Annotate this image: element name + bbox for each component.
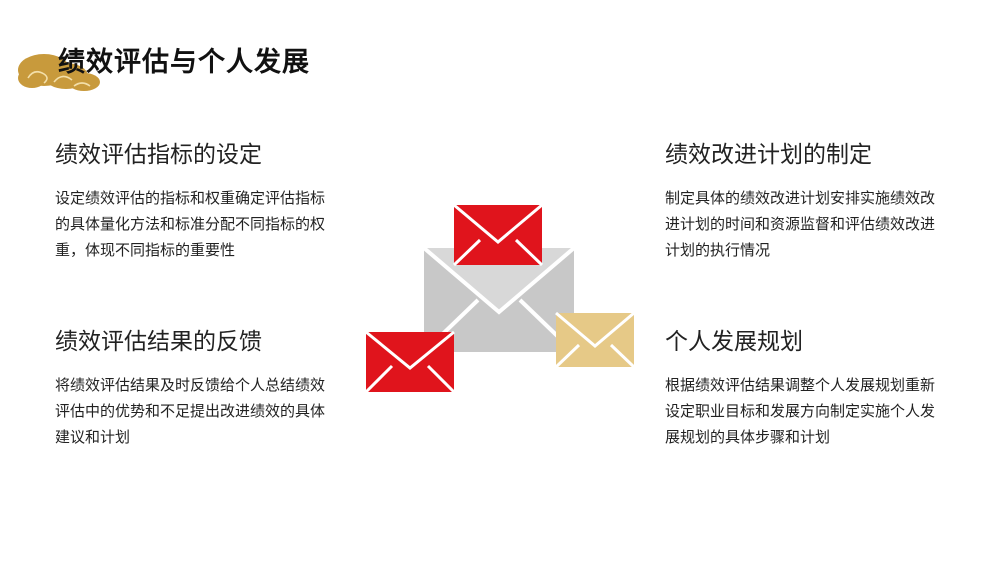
- gold-envelope-icon: [554, 311, 636, 369]
- red-envelope-top-icon: [452, 203, 544, 267]
- section-text: 设定绩效评估的指标和权重确定评估指标的具体量化方法和标准分配不同指标的权重，体现…: [55, 189, 326, 259]
- envelopes-illustration: [364, 203, 636, 394]
- section-text: 将绩效评估结果及时反馈给个人总结绩效评估中的优势和不足提出改进绩效的具体建议和计…: [55, 376, 326, 446]
- section-text: 根据绩效评估结果调整个人发展规划重新设定职业目标和发展方向制定实施个人发展规划的…: [665, 376, 936, 446]
- section-result-feedback: 绩效评估结果的反馈 将绩效评估结果及时反馈给个人总结绩效评估中的优势和不足提出改…: [55, 327, 340, 450]
- section-title: 个人发展规划: [665, 329, 803, 355]
- section-improvement-plan: 绩效改进计划的制定 制定具体的绩效改进计划安排实施绩效改进计划的时间和资源监督和…: [665, 140, 950, 263]
- section-title: 绩效改进计划的制定: [665, 142, 872, 168]
- section-personal-development: 个人发展规划 根据绩效评估结果调整个人发展规划重新设定职业目标和发展方向制定实施…: [665, 327, 950, 450]
- cloud-logo-icon: [18, 54, 100, 91]
- section-indicator-setting: 绩效评估指标的设定 设定绩效评估的指标和权重确定评估指标的具体量化方法和标准分配…: [55, 140, 340, 263]
- red-envelope-left-icon: [364, 330, 456, 394]
- section-title: 绩效评估结果的反馈: [55, 329, 262, 355]
- page-title: 绩效评估与个人发展: [58, 47, 310, 78]
- section-title: 绩效评估指标的设定: [55, 142, 262, 168]
- section-text: 制定具体的绩效改进计划安排实施绩效改进计划的时间和资源监督和评估绩效改进计划的执…: [665, 189, 936, 259]
